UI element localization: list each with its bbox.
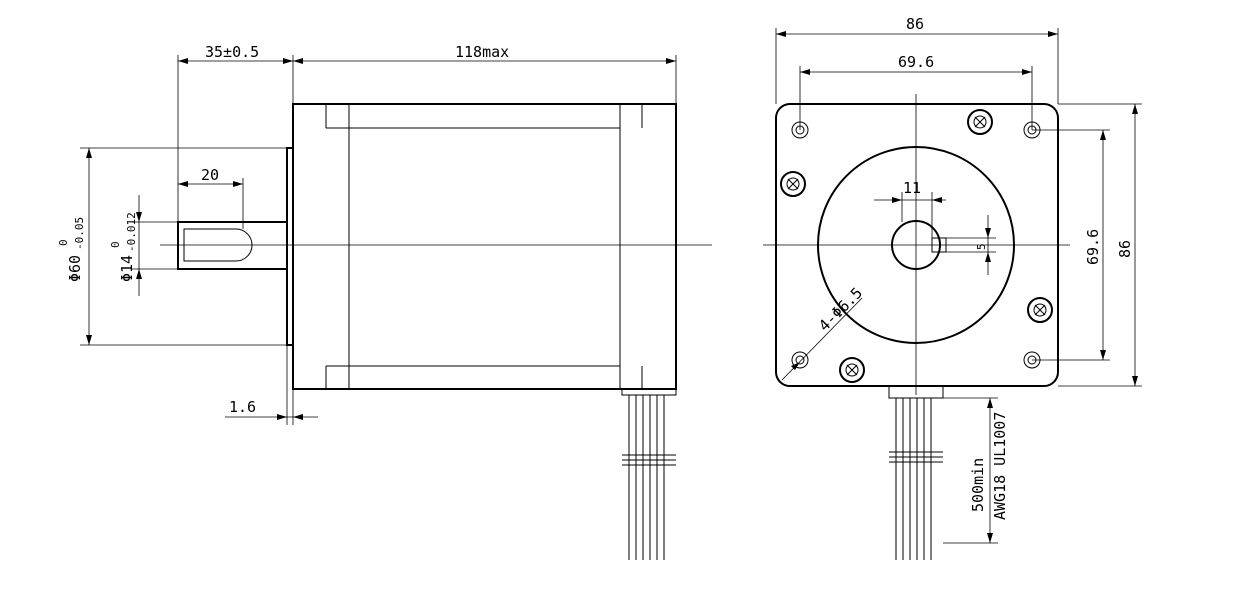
flat-depth-label: 5 [975,243,988,250]
shaft-tol-lower: -0.012 [125,212,138,252]
motor-body-outline [292,103,677,390]
overall-width-label: 86 [906,15,924,33]
screw-icon [967,109,993,135]
boss-height-label: 1.6 [229,398,256,416]
side-view: 35±0.5 118max 20 Φ60 0 -0.05 Φ14 [57,43,712,560]
body-length-label: 118max [455,43,509,61]
shaft-length-label: 35±0.5 [205,43,259,61]
mount-hole-bl [791,351,809,369]
lead-length-label: 500min [969,458,987,512]
shaft [177,221,288,270]
flange-tol-lower: -0.05 [73,217,86,250]
screw-icon [839,357,865,383]
shaft-dia-label: Φ14 [118,255,136,282]
hole-spacing-h-label: 69.6 [898,53,934,71]
shaft-tol-upper: 0 [109,241,122,248]
overall-height-label: 86 [1116,240,1134,258]
shaft-key [183,228,253,262]
flange-tol-upper: 0 [57,239,70,246]
flange-dia-label: Φ60 [66,255,84,282]
front-view: 86 69.6 69.6 86 11 [763,15,1142,560]
screw-icon [780,171,806,197]
screw-icon [1027,297,1053,323]
hole-spacing-v-label: 69.6 [1084,229,1102,265]
mount-holes-label: 4-Φ6.5 [815,284,866,335]
flat-width-label: 11 [903,179,921,197]
wire-spec-label: AWG18 UL1007 [991,412,1009,520]
key-length-label: 20 [201,166,219,184]
